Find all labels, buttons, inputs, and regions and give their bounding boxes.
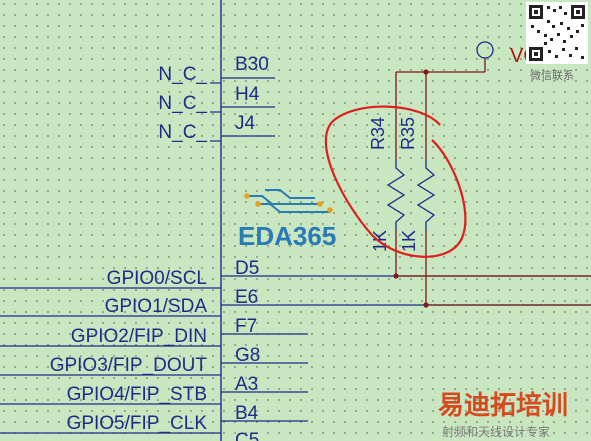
pin-name-gpio0: GPIO0/SCL [107, 268, 207, 289]
pin-name-gpio5: GPIO5/FIP_CLK [67, 413, 208, 434]
pin-name-gpio3: GPIO3/FIP_DOUT [50, 355, 208, 376]
pin-name-gpio2: GPIO2/FIP_DIN [71, 326, 207, 347]
pin-name-nc-3: N_C_ [158, 122, 207, 143]
junction-dot-d5 [393, 273, 399, 279]
pin-number-e6: E6 [235, 287, 258, 308]
logo-text: EDA365 [238, 221, 336, 251]
annotation-ellipse [324, 105, 467, 258]
pin-name-nc-1: N_C_ [158, 64, 207, 85]
pin-number-j4: J4 [235, 113, 256, 134]
pin-number-f7: F7 [235, 316, 257, 337]
pin-number-c5: C5 [235, 430, 259, 441]
resistor-r35[interactable] [416, 160, 436, 230]
qr-label: 微信联系 [530, 68, 574, 82]
pin-name-gpio4: GPIO4/FIP_STB [67, 384, 207, 405]
junction-dot-top [423, 69, 429, 75]
pin-number-d5: D5 [235, 258, 259, 279]
logo-trace-icon [247, 189, 330, 213]
pin-number-g8: G8 [235, 345, 260, 366]
brand-watermark: 易迪拓培训 射频和天线设计专家 [438, 391, 568, 439]
resistor-r34[interactable] [386, 160, 406, 230]
pin-number-a3: A3 [235, 374, 258, 395]
ic-right-pin-lines-top [221, 77, 275, 137]
watermark-tagline: 射频和天线设计专家 [442, 424, 550, 439]
eda365-logo: EDA365 [238, 189, 336, 251]
resistor-r35-value: 1K [399, 230, 419, 252]
junction-dot-e6 [423, 302, 429, 308]
resistor-r34-ref: R34 [368, 117, 388, 150]
qr-code: 微信联系 [526, 2, 588, 82]
ic-left-pin-lines-bottom [0, 287, 221, 434]
pin-number-h4: H4 [235, 84, 260, 105]
resistor-r35-ref: R35 [398, 117, 418, 150]
pin-number-b4: B4 [235, 403, 259, 424]
pin-name-nc-2: N_C_ [158, 93, 207, 114]
watermark-brand: 易迪拓培训 [438, 391, 568, 421]
ic-left-pin-stubs [210, 82, 221, 142]
pin-number-b30: B30 [235, 54, 269, 75]
pin-name-gpio1: GPIO1/SDA [105, 296, 208, 317]
power-port-icon[interactable] [476, 41, 494, 59]
